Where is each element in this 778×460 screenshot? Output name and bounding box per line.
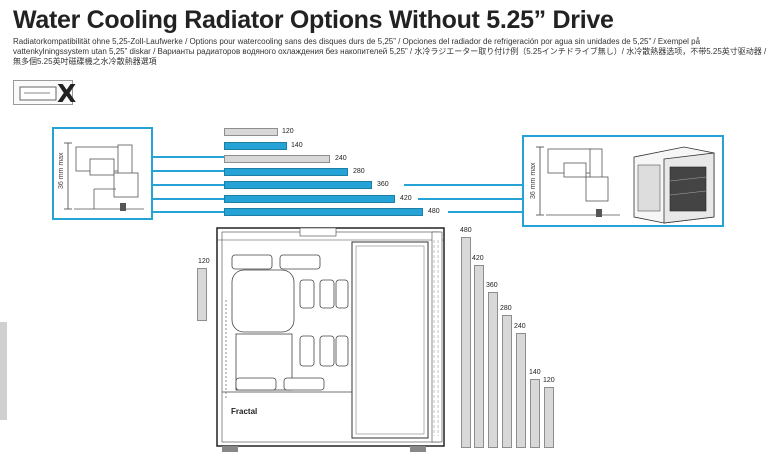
right-clearance-inset: 36 mm max	[522, 135, 724, 227]
no-drive-mark: X	[57, 79, 77, 108]
top-radiator-bar-480	[224, 208, 423, 216]
top-radiator-bar-140	[224, 142, 287, 150]
front-radiator-label-120: 120	[543, 377, 555, 384]
top-radiator-bar-360	[224, 181, 372, 189]
top-radiator-bar-280	[224, 168, 348, 176]
front-radiator-label-420: 420	[472, 255, 484, 262]
left-inset-drawing	[64, 142, 144, 211]
front-radiator-bar-420	[474, 265, 484, 448]
drive-bay-icon	[13, 80, 73, 105]
front-radiator-label-360: 360	[486, 282, 498, 289]
top-radiator-label-120: 120	[282, 128, 294, 135]
front-radiator-label-240: 240	[514, 323, 526, 330]
drive-bay-drawing	[19, 86, 57, 101]
left-clearance-inset: 36 mm max	[52, 127, 153, 220]
top-radiator-label-420: 420	[400, 195, 412, 202]
rear-radiator-label: 120	[198, 258, 210, 265]
brand-logo: Fractal	[231, 407, 258, 416]
front-radiator-bar-120	[544, 387, 554, 448]
top-radiator-bar-420	[224, 195, 395, 203]
right-inset-drawing	[536, 146, 715, 224]
front-radiator-label-280: 280	[500, 305, 512, 312]
rear-radiator-bar	[197, 268, 207, 321]
top-radiator-bar-120	[224, 128, 278, 136]
front-radiator-bar-240	[516, 333, 526, 448]
top-radiator-label-280: 280	[353, 168, 365, 175]
top-radiator-label-360: 360	[377, 181, 389, 188]
top-radiator-label-240: 240	[335, 155, 347, 162]
front-radiator-label-480: 480	[460, 227, 472, 234]
top-radiator-label-140: 140	[291, 142, 303, 149]
front-radiator-bar-140	[530, 379, 540, 448]
side-tab	[0, 322, 7, 420]
front-radiator-label-140: 140	[529, 369, 541, 376]
page-title: Water Cooling Radiator Options Without 5…	[13, 6, 614, 34]
top-radiator-bar-240	[224, 155, 330, 163]
front-radiator-bar-480	[461, 237, 471, 448]
page-subtitle: Radiatorkompatibilität ohne 5,25-Zoll-La…	[13, 37, 767, 66]
front-radiator-bar-280	[502, 315, 512, 448]
front-radiator-bar-360	[488, 292, 498, 448]
top-radiator-label-480: 480	[428, 208, 440, 215]
